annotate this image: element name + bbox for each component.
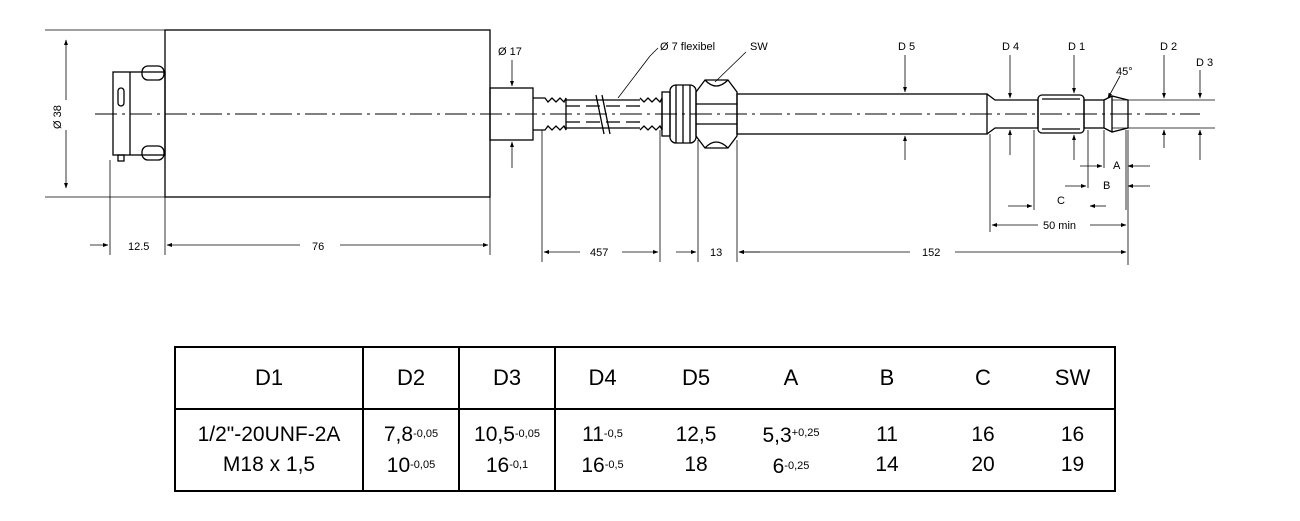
cell-tolerance: -0,1 [509,459,529,471]
cell-value: 10 [386,454,411,477]
cell-value: M18 x 1,5 [222,453,316,476]
table-cell: 10,5-0,05 16-0,1 [459,409,556,491]
table-cell: 16 20 [935,409,1031,491]
table-cell: 11-0,5 16-0,5 [555,409,649,491]
table-header-row: D1 D2 D3 D4 D5 A B C SW [175,347,1115,410]
cell-value: 16 [581,454,605,477]
extension-lines [45,29,1215,265]
cell-value: 11 [582,423,604,446]
label-dia-7: Ø 7 flexibel [660,41,715,53]
dimension-152: 152 [922,247,940,259]
table-cell: 16 19 [1031,409,1115,491]
cell-value: 7,8 [383,423,414,446]
cell-value: 16 [1060,423,1085,446]
header-cell: B [839,347,935,410]
label-c: C [1057,195,1065,207]
dimension-13: 13 [710,247,722,259]
cell-value: 19 [1060,453,1085,476]
header-cell: C [935,347,1031,410]
cell-value: 16 [485,454,510,477]
cell-tolerance: -0,25 [784,460,810,472]
table-cell: 11 14 [839,409,935,491]
table-cell: 1/2"-20UNF-2A M18 x 1,5 [175,409,364,491]
cell-tolerance: -0,05 [514,428,540,440]
cell-value: 12,5 [675,423,717,446]
cell-value: 16 [971,423,995,446]
label-d4: D 4 [1002,41,1019,53]
label-b: B [1103,180,1110,192]
dimension-table: D1 D2 D3 D4 D5 A B C SW 1/2"-20UNF-2A M1… [174,346,1116,492]
table-cell: 7,8-0,05 10-0,05 [363,409,460,491]
dimension-lines [64,39,1202,254]
header-cell: D2 [363,347,460,410]
label-d5: D 5 [898,41,915,53]
dimension-values: 12.5 76 457 13 152 [128,241,940,259]
cell-tolerance: -0,5 [604,459,624,471]
table-cell: 12,5 18 [649,409,743,491]
label-d2: D 2 [1160,41,1177,53]
header-cell: D1 [175,347,364,410]
label-d3: D 3 [1196,57,1213,69]
label-sw: SW [750,41,768,53]
cell-value: 1/2"-20UNF-2A [197,423,341,446]
cell-tolerance: +0,25 [791,427,820,439]
header-cell: D5 [649,347,743,410]
header-cell: D3 [459,347,556,410]
label-dia-17: Ø 17 [498,46,522,58]
header-cell: SW [1031,347,1115,410]
cell-tolerance: -0,05 [413,428,439,440]
table-cell: 5,3+0,25 6-0,25 [743,409,839,491]
label-d1: D 1 [1068,41,1085,53]
dimension-12-5: 12.5 [128,241,149,253]
dimension-457: 457 [590,247,608,259]
cell-value: 14 [875,453,899,476]
cell-value: 5,3 [762,424,792,447]
header-cell: D4 [555,347,649,410]
dimension-76: 76 [312,241,324,253]
cell-tolerance: -0,5 [603,428,623,440]
header-cell: A [743,347,839,410]
cell-value: 20 [971,453,995,476]
cell-value: 11 [876,423,898,446]
label-angle-45: 45° [1116,66,1133,78]
label-dia-38: Ø 38 [52,105,64,129]
cell-value: 6 [772,455,785,478]
label-50-min: 50 min [1043,220,1076,232]
cell-value: 18 [684,453,708,476]
cell-value: 10,5 [474,423,515,446]
technical-drawing: Ø 38 Ø 17 Ø 7 flexibel SW D 5 D 4 D 1 D … [45,29,1215,265]
sensor-body-outline [112,29,1129,198]
table-body-row: 1/2"-20UNF-2A M18 x 1,5 7,8-0,05 10-0,05… [175,409,1115,491]
callout-labels: Ø 38 Ø 17 Ø 7 flexibel SW D 5 D 4 D 1 D … [52,41,1213,232]
label-a: A [1113,160,1121,172]
cell-tolerance: -0,05 [410,459,436,471]
